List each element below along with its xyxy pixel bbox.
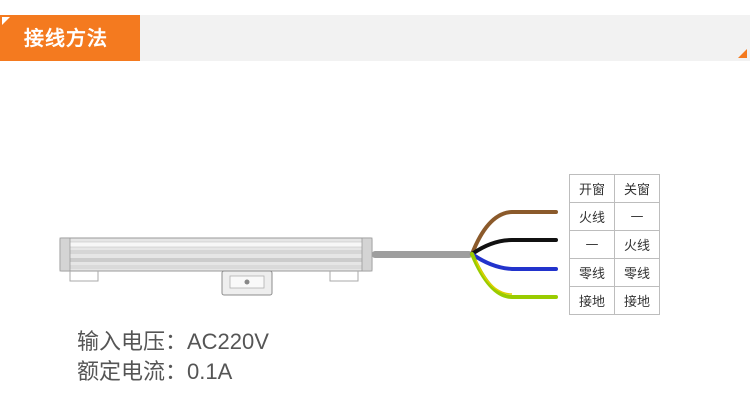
green-yellow-wire (470, 252, 558, 299)
header-corner-mark (738, 49, 747, 58)
table-cell: 接地 (614, 286, 660, 315)
led-wall-washer-fixture (59, 237, 373, 296)
rated-current-spec: 额定电流：0.1A (77, 359, 233, 384)
table-row: 接地 接地 (569, 286, 660, 315)
table-row: 火线 — (569, 202, 660, 231)
table-header-row: 开窗 关窗 (569, 174, 660, 203)
input-voltage-spec: 输入电压：AC220V (77, 329, 269, 354)
tab-corner-mark (2, 17, 10, 25)
section-title: 接线方法 (24, 26, 108, 50)
section-header-tab (0, 15, 140, 61)
table-cell: 火线 (569, 202, 615, 231)
table-cell: 零线 (614, 258, 660, 287)
table-row: — 火线 (569, 230, 660, 259)
table-cell: 火线 (614, 230, 660, 259)
table-cell: 关窗 (614, 174, 660, 203)
table-cell: 零线 (569, 258, 615, 287)
yellow-stripe (475, 259, 513, 295)
brown-wire (470, 210, 558, 256)
table-cell: — (569, 230, 615, 259)
wiring-table: 开窗 关窗 火线 — — 火线 零线 零线 接地 接地 (569, 174, 660, 315)
table-cell: — (614, 202, 660, 231)
black-wire (470, 238, 558, 256)
table-cell: 接地 (569, 286, 615, 315)
blue-wire (470, 252, 558, 271)
table-row: 零线 零线 (569, 258, 660, 287)
power-cable (372, 251, 472, 258)
table-cell: 开窗 (569, 174, 615, 203)
